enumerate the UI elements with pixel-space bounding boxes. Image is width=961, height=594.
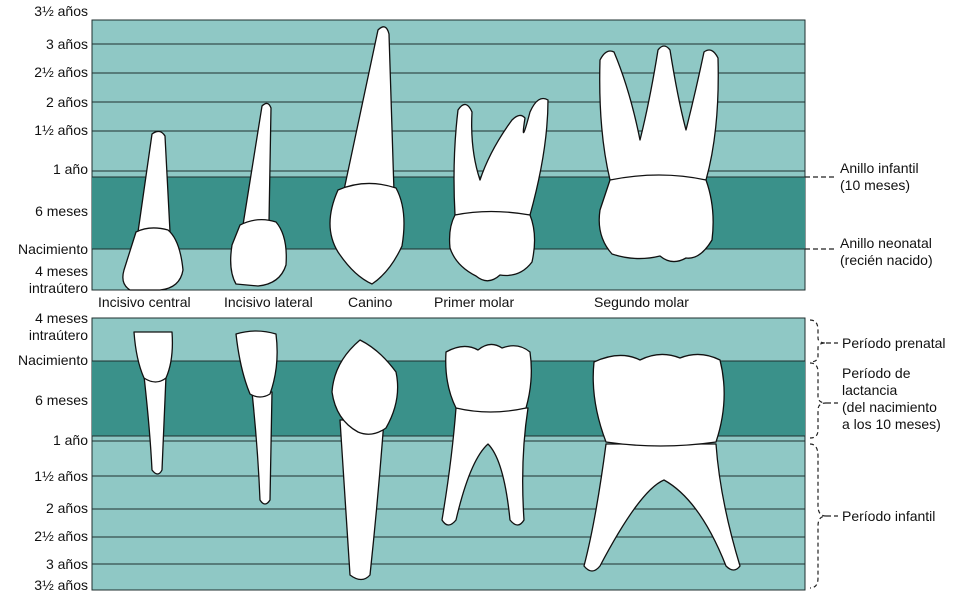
annotation-prenatal-period: Período prenatal: [842, 335, 946, 352]
annotation-lactation-line1: Período de: [842, 365, 941, 382]
brace-prenatal: [810, 320, 826, 362]
axis-label-birth-b: Nacimiento: [18, 352, 88, 368]
bottom-second-molar-crown: [593, 354, 724, 446]
axis-label-2-years-b: 2 años: [46, 500, 88, 516]
annotation-infant-title: Período infantil: [842, 508, 935, 525]
annotation-neonatal-ring: Anillo neonatal (recién nacido): [840, 235, 933, 269]
axis-label-6-months-b: 6 meses: [35, 392, 88, 408]
axis-label-2-5-years: 2½ años: [34, 64, 88, 80]
axis-label-3-5-years-b: 3½ años: [34, 577, 88, 593]
axis-label-1-5-years-b: 1½ años: [34, 468, 88, 484]
axis-label-1-5-years: 1½ años: [34, 122, 88, 138]
axis-label-6-months: 6 meses: [35, 203, 88, 219]
axis-label-2-years: 2 años: [46, 94, 88, 110]
top-second-molar-roots: [600, 46, 719, 180]
tooth-name-second-molar: Segundo molar: [594, 294, 689, 310]
annotation-infant-ring-sub: (10 meses): [840, 177, 919, 194]
axis-label-3-5-years: 3½ años: [34, 3, 88, 19]
axis-label-birth: Nacimiento: [18, 241, 88, 257]
annotation-infant-ring-title: Anillo infantil: [840, 160, 919, 177]
axis-label-in-utero: intraútero: [29, 280, 88, 296]
annotation-neonatal-ring-title: Anillo neonatal: [840, 235, 933, 252]
axis-label-1-year-b: 1 año: [53, 432, 88, 448]
tooth-name-first-molar: Primer molar: [434, 294, 514, 310]
axis-label-2-5-years-b: 2½ años: [34, 528, 88, 544]
axis-label-1-year: 1 año: [53, 161, 88, 177]
brace-infantil: [810, 444, 826, 588]
annotation-lactation-line2: lactancia: [842, 382, 941, 399]
tooth-name-central-incisor: Incisivo central: [98, 294, 191, 310]
axis-label-3-years: 3 años: [46, 36, 88, 52]
axis-label-4-months-b: 4 meses: [35, 310, 88, 326]
annotation-infant-ring: Anillo infantil (10 meses): [840, 160, 919, 194]
top-second-molar-crown: [599, 175, 713, 262]
annotation-prenatal-title: Período prenatal: [842, 335, 946, 352]
annotation-lactation-line4: a los 10 meses): [842, 416, 941, 433]
axis-label-4-months: 4 meses: [35, 263, 88, 279]
annotation-lactation-period: Período de lactancia (del nacimiento a l…: [842, 365, 941, 433]
annotation-lactation-line3: (del nacimiento: [842, 399, 941, 416]
brace-lactancia: [810, 363, 826, 438]
axis-label-3-years-b: 3 años: [46, 556, 88, 572]
annotation-neonatal-ring-sub: (recién nacido): [840, 252, 933, 269]
top-lateral-incisor-crown: [231, 220, 287, 286]
axis-label-in-utero-b: intraútero: [29, 327, 88, 343]
tooth-name-lateral-incisor: Incisivo lateral: [224, 294, 313, 310]
bottom-first-molar-crown: [446, 344, 532, 412]
tooth-name-canine: Canino: [348, 294, 392, 310]
annotation-infant-period: Período infantil: [842, 508, 935, 525]
